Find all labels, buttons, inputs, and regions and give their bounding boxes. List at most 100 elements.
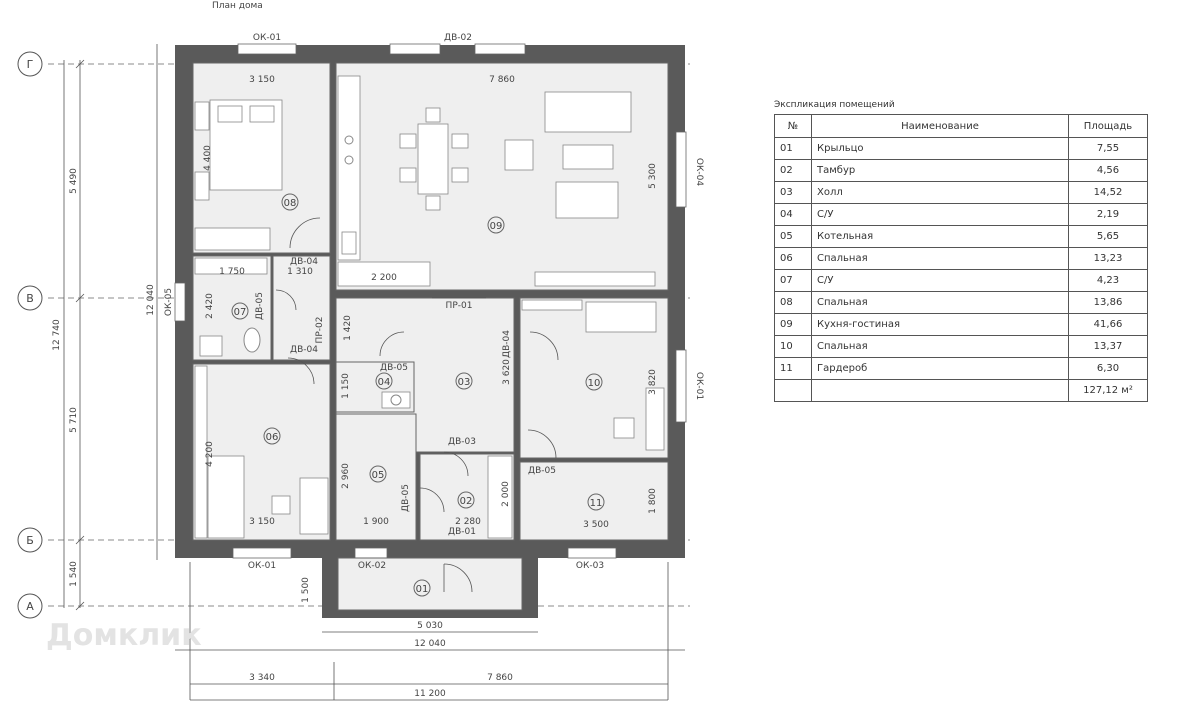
dim-bottom-right: 7 860 <box>487 673 513 683</box>
bedroom-06-furniture <box>194 365 329 539</box>
total-name-cell <box>811 379 1069 402</box>
label-ok05: ОК-05 <box>164 288 174 316</box>
room-05 <box>335 413 417 541</box>
explication-table-container: Экспликация помещений № Наименование Пло… <box>774 100 1154 402</box>
row-area: 14,52 <box>1068 181 1148 204</box>
row-area: 2,19 <box>1068 203 1148 226</box>
axis-markers: Г В Б А <box>17 51 43 619</box>
dim-r11-w: 3 500 <box>583 520 609 530</box>
row-name: Спальная <box>811 335 1069 358</box>
row-name: Тамбур <box>811 159 1069 182</box>
dim-porch-depth: 1 500 <box>301 577 311 603</box>
header-num: № <box>774 114 812 138</box>
bottom-dimensions: 5 030 1 500 12 040 3 340 7 860 11 200 <box>175 562 685 701</box>
row-name: Гардероб <box>811 357 1069 380</box>
dim-pr02-h: 1 420 <box>343 315 353 341</box>
opening-labels: ОК-01 ДВ-02 ОК-04 ОК-01 ОК-05 ОК-01 ОК-0… <box>164 33 704 571</box>
row-name: С/У <box>811 203 1069 226</box>
room-number-05: 05 <box>372 470 385 481</box>
left-dimensions: 12 740 5 490 5 710 1 540 12 040 <box>52 44 158 611</box>
table-header-row: № Наименование Площадь <box>774 114 1148 138</box>
row-area: 41,66 <box>1068 313 1148 336</box>
dim-r10-h: 3 820 <box>648 369 658 395</box>
row-name: Крыльцо <box>811 137 1069 160</box>
row-area: 6,30 <box>1068 357 1148 380</box>
label-ok03: ОК-03 <box>576 561 604 571</box>
label-ok01-bottom: ОК-01 <box>248 561 276 571</box>
dim-r08-h: 4 400 <box>203 145 213 171</box>
explication-title: Экспликация помещений <box>774 100 895 110</box>
label-dv02: ДВ-02 <box>444 33 472 43</box>
label-ok01-top: ОК-01 <box>253 33 281 43</box>
bedroom-10-furniture <box>521 299 665 451</box>
row-area: 5,65 <box>1068 225 1148 248</box>
room-number-04: 04 <box>378 377 391 388</box>
room-number-10: 10 <box>588 378 601 389</box>
row-area: 13,86 <box>1068 291 1148 314</box>
row-name: Спальная <box>811 247 1069 270</box>
corridor-pr02 <box>272 255 331 361</box>
dim-left-total: 12 740 <box>52 319 62 351</box>
room-number-03: 03 <box>458 377 471 388</box>
total-num-cell <box>774 379 812 402</box>
bathroom-07-furniture <box>194 257 315 385</box>
row-name: С/У <box>811 269 1069 292</box>
dim-bottom-left: 3 340 <box>249 673 275 683</box>
label-dv05-c: ДВ-05 <box>528 466 556 476</box>
dim-r11-h: 1 800 <box>648 488 658 514</box>
dim-r09-h: 5 300 <box>648 163 658 189</box>
row-num: 02 <box>774 159 812 182</box>
row-num: 08 <box>774 291 812 314</box>
dim-r04-h: 1 150 <box>341 373 351 399</box>
label-dv04-a: ДВ-04 <box>290 257 318 267</box>
dim-left-vb: 5 710 <box>69 407 79 433</box>
label-pr01: ПР-01 <box>446 301 473 311</box>
label-dv03: ДВ-03 <box>448 437 476 447</box>
dim-r07-h: 2 420 <box>205 293 215 319</box>
dim-left-gv: 5 490 <box>69 168 79 194</box>
room-number-06: 06 <box>266 432 279 443</box>
dim-r06-w: 3 150 <box>249 517 275 527</box>
row-num: 09 <box>774 313 812 336</box>
label-dv05-a: ДВ-05 <box>255 292 265 320</box>
header-area: Площадь <box>1068 114 1148 138</box>
row-num: 10 <box>774 335 812 358</box>
room-number-markers: 08 09 07 03 04 10 06 05 02 11 01 <box>231 193 605 597</box>
hall-doors <box>379 297 559 513</box>
axis-v-label: В <box>26 292 34 305</box>
dim-r07-w2: 1 310 <box>287 267 313 277</box>
dim-inner-left: 12 040 <box>146 284 156 316</box>
dim-r09-w: 7 860 <box>489 75 515 85</box>
label-dv04-c: ДВ-04 <box>502 330 512 358</box>
row-area: 4,23 <box>1068 269 1148 292</box>
label-dv05-d: ДВ-05 <box>401 484 411 512</box>
dim-r02-h: 2 000 <box>501 481 511 507</box>
dim-r08-w: 3 150 <box>249 75 275 85</box>
table-total-row: 127,12 м² <box>774 379 1148 402</box>
room-number-02: 02 <box>460 496 473 507</box>
dim-r02-w: 2 280 <box>455 517 481 527</box>
row-area: 13,37 <box>1068 335 1148 358</box>
vestibule-02-furniture <box>487 455 513 539</box>
dim-r07-w: 1 750 <box>219 267 245 277</box>
row-name: Кухня-гостиная <box>811 313 1069 336</box>
label-ok02: ОК-02 <box>358 561 386 571</box>
room-dimensions: 3 150 4 400 7 860 5 300 2 200 1 750 1 31… <box>203 75 658 530</box>
row-num: 05 <box>774 225 812 248</box>
dim-r06-h: 4 200 <box>205 441 215 467</box>
label-dv01: ДВ-01 <box>448 527 476 537</box>
watermark-logo: Домклик <box>46 618 202 653</box>
row-name: Котельная <box>811 225 1069 248</box>
room-number-09: 09 <box>490 221 503 232</box>
